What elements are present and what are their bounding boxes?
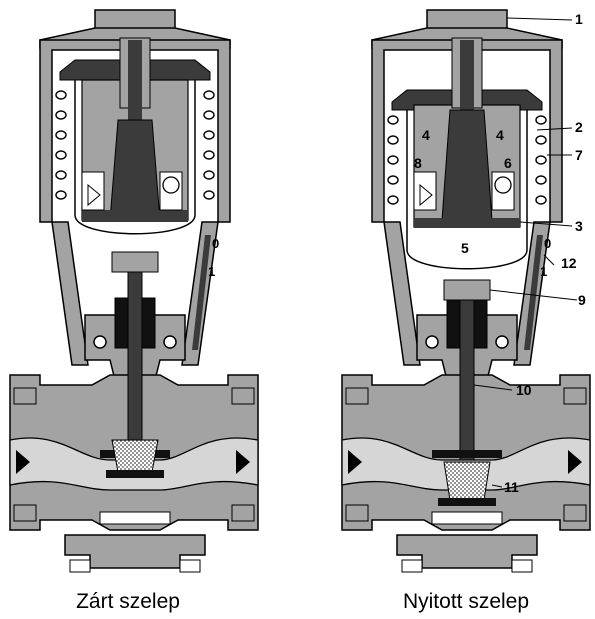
label-6: 6 — [504, 155, 512, 171]
callout-9: 9 — [578, 292, 586, 308]
callout-3: 3 — [575, 218, 583, 234]
scale-one-right: 1 — [540, 264, 547, 279]
label-4-left: 4 — [422, 127, 430, 143]
scale-one-left: 1 — [208, 264, 215, 279]
scale-zero-left: 0 — [212, 236, 219, 251]
label-5: 5 — [461, 240, 469, 256]
callout-1: 1 — [575, 11, 583, 27]
label-8: 8 — [414, 155, 422, 171]
callout-12: 12 — [561, 255, 577, 271]
label-4-right: 4 — [496, 127, 504, 143]
open-valve-caption: Nyitott szelep — [402, 590, 530, 613]
closed-valve-drawing — [9, 9, 259, 573]
callout-11: 11 — [504, 479, 519, 495]
callout-7: 7 — [575, 147, 583, 163]
callout-2: 2 — [575, 119, 583, 135]
open-valve-drawing — [341, 9, 591, 573]
callout-10: 10 — [516, 382, 532, 398]
scale-zero-right: 0 — [544, 236, 551, 251]
closed-valve-caption: Zárt szelep — [76, 590, 180, 613]
